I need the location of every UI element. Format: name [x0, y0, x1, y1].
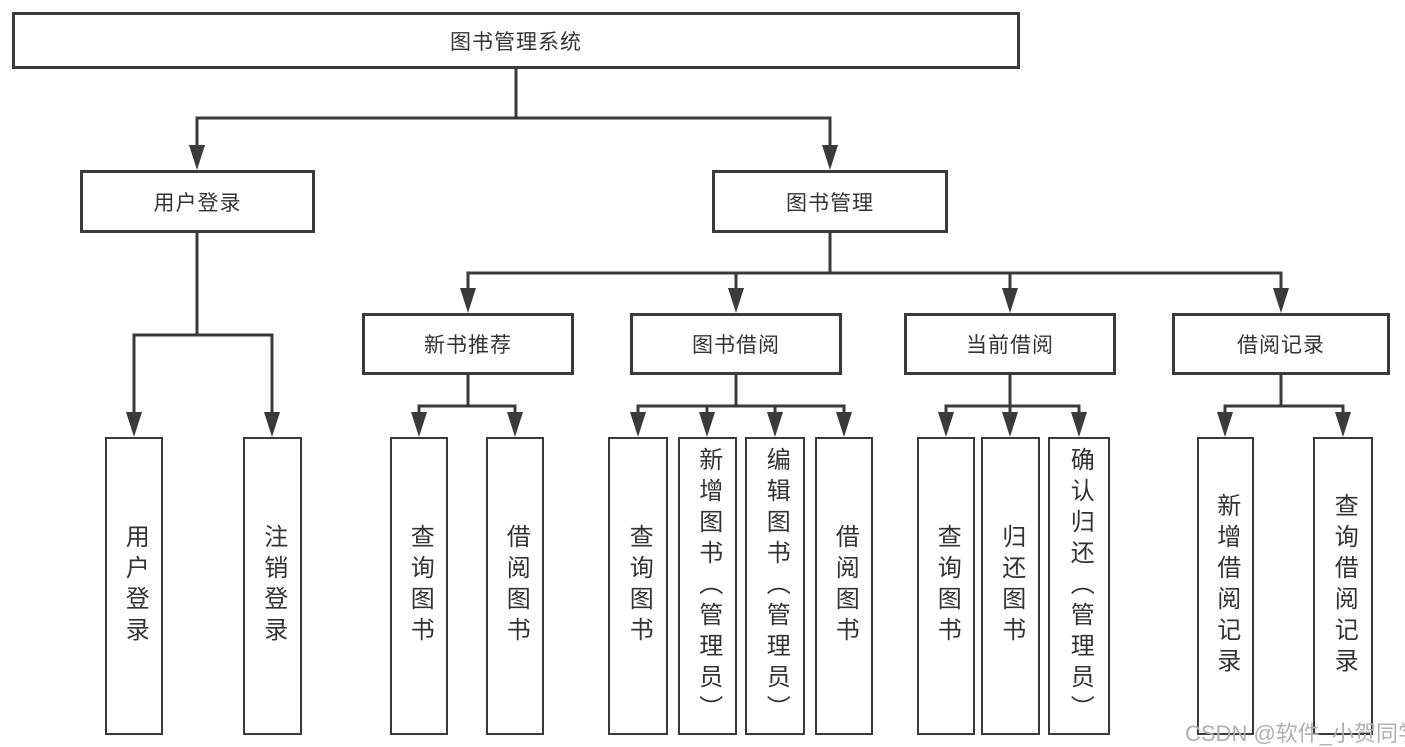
node-root-system: 图书管理系统	[12, 12, 1020, 69]
leaf-confirm-return-admin: 确认归还（管理员）	[1048, 437, 1110, 735]
leaf-borrow-books: 借阅图书	[815, 437, 873, 735]
leaf-query-books-current: 查询图书	[917, 437, 975, 735]
leaf-query-borrow-record-label: 查询借阅记录	[1330, 493, 1358, 679]
leaf-query-books-current-label: 查询图书	[933, 524, 961, 648]
node-book-borrow: 图书借阅	[630, 313, 842, 375]
leaf-user-login-label: 用户登录	[121, 524, 149, 648]
leaf-query-books-recommend: 查询图书	[390, 437, 448, 735]
leaf-add-books-admin-label: 新增图书（管理员）	[694, 446, 722, 726]
node-current-borrow: 当前借阅	[904, 313, 1116, 375]
node-book-borrow-label: 图书借阅	[692, 334, 780, 357]
leaf-add-borrow-record: 新增借阅记录	[1197, 437, 1254, 735]
leaf-logout: 注销登录	[243, 437, 302, 735]
leaf-return-books: 归还图书	[981, 437, 1040, 735]
leaf-add-books-admin: 新增图书（管理员）	[678, 437, 737, 735]
leaf-edit-books-admin-label: 编辑图书（管理员）	[762, 446, 790, 726]
node-book-management: 图书管理	[712, 170, 948, 233]
leaf-user-login: 用户登录	[105, 437, 163, 735]
leaf-add-borrow-record-label: 新增借阅记录	[1212, 493, 1240, 679]
node-current-borrow-label: 当前借阅	[966, 334, 1054, 357]
leaf-return-books-label: 归还图书	[997, 524, 1025, 648]
arrowheads	[126, 145, 1351, 437]
leaf-query-books-borrow: 查询图书	[608, 437, 668, 735]
leaf-borrow-books-recommend-label: 借阅图书	[502, 524, 530, 648]
leaf-edit-books-admin: 编辑图书（管理员）	[745, 437, 805, 735]
leaf-borrow-books-label: 借阅图书	[831, 524, 859, 648]
node-root-system-label: 图书管理系统	[450, 30, 582, 54]
leaf-borrow-books-recommend: 借阅图书	[486, 437, 544, 735]
node-user-login-label: 用户登录	[153, 191, 242, 215]
leaf-query-books-recommend-label: 查询图书	[406, 524, 434, 648]
node-book-management-label: 图书管理	[786, 191, 874, 215]
node-user-login: 用户登录	[80, 170, 315, 233]
csdn-watermark: CSDN @软件_小贺同学	[1185, 721, 1405, 746]
node-new-book-recommend: 新书推荐	[362, 313, 574, 375]
leaf-confirm-return-admin-label: 确认归还（管理员）	[1066, 446, 1094, 726]
node-borrow-records-label: 借阅记录	[1237, 334, 1325, 357]
leaf-logout-label: 注销登录	[259, 524, 287, 648]
leaf-query-books-borrow-label: 查询图书	[625, 524, 653, 648]
leaf-query-borrow-record: 查询借阅记录	[1313, 437, 1373, 735]
node-new-book-recommend-label: 新书推荐	[424, 334, 512, 357]
node-borrow-records: 借阅记录	[1172, 313, 1390, 375]
